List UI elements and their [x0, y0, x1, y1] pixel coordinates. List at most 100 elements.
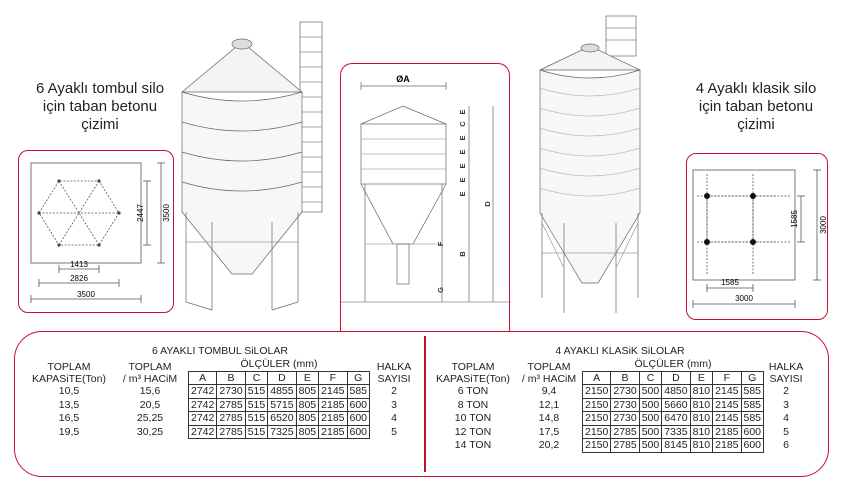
table-row: 8 TON 12,1 2150 2730 500 5660 810 2145 5…: [430, 397, 808, 412]
left-r1-c4: 515: [244, 384, 269, 399]
left-r3-c3: 2785: [216, 411, 246, 426]
right-r4-c4: 500: [638, 424, 663, 439]
right-r4-c0: 12 TON: [454, 425, 492, 438]
right-r3-c7: 2145: [712, 411, 742, 426]
left-dim-a: A: [187, 370, 218, 385]
dim-letter-c: C: [458, 121, 467, 127]
left-r3-c1: 25,25: [136, 412, 164, 425]
table-row: 19,5 30,25 2742 2785 515 7325 805 2185 6…: [26, 424, 418, 439]
right-r5-c8: 600: [740, 438, 765, 453]
left-caption: 6 Ayaklı tombul silo için taban betonu ç…: [20, 80, 180, 134]
right-r3-c9: 4: [783, 412, 789, 425]
left-r4-c1: 30,25: [136, 425, 164, 438]
left-r2-c7: 2185: [318, 397, 348, 412]
left-col2-header-line2: / m³ HACiM: [122, 372, 178, 385]
left-dim-e: E: [295, 370, 320, 385]
left-col2-header-line1: TOPLAM: [128, 360, 172, 373]
right-r2-c8: 585: [740, 397, 765, 412]
right-r3-c3: 2730: [610, 411, 640, 426]
left-r1-c8: 585: [346, 384, 371, 399]
left-r3-c6: 805: [295, 411, 320, 426]
left-r4-c5: 7325: [267, 424, 297, 439]
right-r1-c8: 585: [740, 384, 765, 399]
right-r1-c6: 810: [689, 384, 714, 399]
right-r4-c8: 600: [740, 424, 765, 439]
dim-letter-e3: E: [458, 149, 467, 154]
right-col2-header-line2: / m³ HACiM: [521, 372, 577, 385]
left-r3-c0: 16,5: [58, 412, 80, 425]
dim-letter-d: D: [483, 201, 492, 207]
right-r5-c2: 2150: [581, 438, 612, 453]
left-r4-c4: 515: [244, 424, 269, 439]
left-r1-c7: 2145: [318, 384, 348, 399]
right-r1-c3: 2730: [610, 384, 640, 399]
right-r3-c1: 14,8: [538, 412, 560, 425]
right-r5-c6: 810: [689, 438, 714, 453]
dim-letter-b: B: [458, 251, 467, 257]
left-r4-c8: 600: [346, 424, 371, 439]
table-row: 12 TON 17,5 2150 2785 500 7335 810 2185 …: [430, 424, 808, 439]
silo-section-drawing: ØA E C E E E E E F B D G: [341, 74, 511, 303]
left-r4-c7: 2185: [318, 424, 348, 439]
left-col1-header-line2: KAPASiTE(Ton): [32, 372, 106, 385]
left-r2-c9: 3: [391, 398, 397, 411]
left-r1-c6: 805: [295, 384, 320, 399]
left-r2-c1: 20,5: [139, 398, 161, 411]
right-col1-header-line2: KAPASiTE(Ton): [436, 372, 510, 385]
right-r3-c8: 585: [740, 411, 765, 426]
right-r1-c7: 2145: [712, 384, 742, 399]
dim-letter-e5: E: [458, 177, 467, 182]
table-row: 16,5 25,25 2742 2785 515 6520 805 2185 6…: [26, 411, 418, 426]
left-dim-c: C: [244, 370, 269, 385]
left-r3-c9: 4: [391, 412, 397, 425]
right-caption-line2: için taban betonu: [698, 98, 814, 115]
table-row: 10,5 15,6 2742 2730 515 4855 805 2145 58…: [26, 384, 418, 399]
dim-1413: 1413: [70, 260, 88, 269]
right-dim-e: E: [689, 370, 714, 385]
left-r3-c4: 515: [244, 411, 269, 426]
left-r1-c1: 15,6: [139, 385, 161, 398]
left-dims-header: ÖLÇÜLER (mm): [240, 358, 318, 371]
right-r2-c6: 810: [689, 397, 714, 412]
right-dim-f: F: [712, 370, 742, 385]
right-r4-c1: 17,5: [538, 425, 560, 438]
right-last-header-line2: SAYISI: [769, 372, 803, 385]
left-r2-c3: 2785: [216, 397, 246, 412]
dim-2447: 2447: [136, 204, 145, 222]
dim-letter-f: F: [436, 241, 445, 246]
right-r4-c5: 7335: [661, 424, 691, 439]
left-col1-header: TOPLAM KAPASiTE(Ton): [26, 358, 112, 385]
right-r5-c9: 6: [783, 439, 789, 452]
right-r2-c9: 3: [783, 398, 789, 411]
left-r2-c5: 5715: [267, 397, 297, 412]
dim-1585-horizontal: 1585: [721, 278, 739, 287]
right-r3-c6: 810: [689, 411, 714, 426]
left-r2-c8: 600: [346, 397, 371, 412]
left-table-title: 6 AYAKLI TOMBUL SiLOLAR: [152, 345, 288, 357]
left-r1-c5: 4855: [267, 384, 297, 399]
right-table-title: 4 AYAKLI KLASiK SiLOLAR: [555, 345, 685, 357]
right-last-header-line1: HALKA: [768, 360, 804, 373]
right-foundation-plan: 1585 3000 1585 3000: [686, 153, 828, 320]
left-r4-c2: 2742: [187, 424, 218, 439]
dim-3000-horizontal: 3000: [735, 294, 753, 303]
tombul-silo-illustration: [181, 21, 323, 311]
left-r2-c2: 2742: [187, 397, 218, 412]
right-r5-c7: 2185: [712, 438, 742, 453]
table-row: 14 TON 20,2 2150 2785 500 8145 810 2185 …: [430, 438, 808, 453]
left-r3-c5: 6520: [267, 411, 297, 426]
right-caption-line3: çizimi: [737, 116, 775, 133]
right-r3-c4: 500: [638, 411, 663, 426]
right-dim-g: G: [740, 370, 765, 385]
dim-3500-horizontal: 3500: [77, 290, 95, 299]
right-col2-header-line1: TOPLAM: [527, 360, 571, 373]
right-r3-c0: 10 TON: [454, 412, 492, 425]
left-r3-c7: 2185: [318, 411, 348, 426]
left-last-header: HALKA SAYISI: [370, 358, 419, 385]
hexagon-foundation-drawing: 2447 3500 1413 2826 3500: [30, 162, 171, 303]
right-r4-c9: 5: [783, 425, 789, 438]
left-r2-c6: 805: [295, 397, 320, 412]
left-dim-d: D: [267, 370, 297, 385]
left-col2-header: TOPLAM / m³ HACiM: [112, 358, 189, 385]
right-caption-line1: 4 Ayaklı klasik silo: [695, 80, 817, 97]
